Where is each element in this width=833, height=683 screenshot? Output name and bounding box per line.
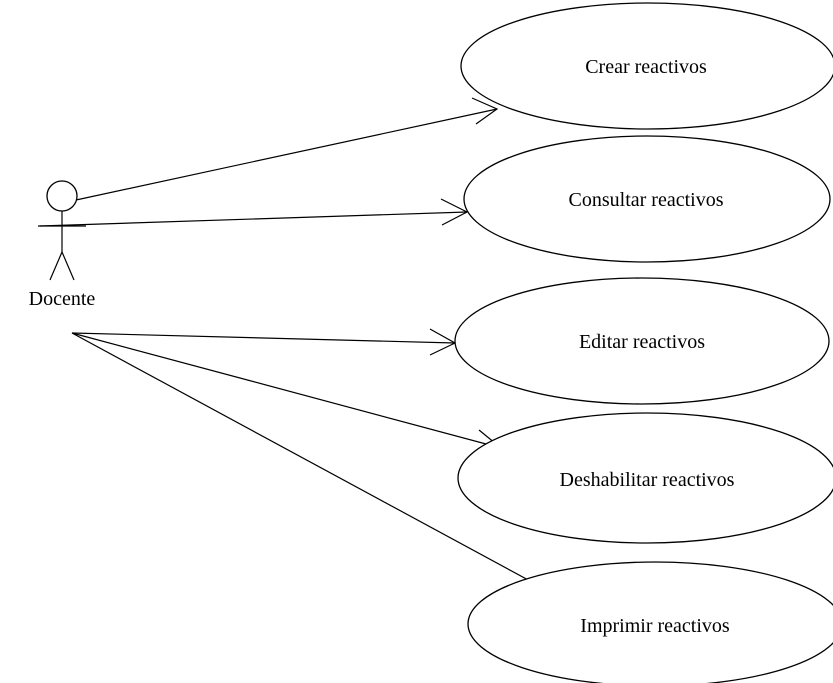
use-case-imprimir: Imprimir reactivos xyxy=(467,561,833,683)
use-case-label: Editar reactivos xyxy=(579,331,705,353)
actor-left-leg xyxy=(49,251,63,281)
arrowhead-consultar xyxy=(440,198,469,226)
association-crear xyxy=(75,108,498,201)
association-editar xyxy=(71,332,456,344)
use-case-ellipse xyxy=(463,135,831,263)
use-case-ellipse xyxy=(460,2,833,130)
association-deshabilitar xyxy=(71,332,502,449)
arrowhead-crear xyxy=(471,97,499,125)
use-case-deshabilitar: Deshabilitar reactivos xyxy=(457,412,833,544)
use-case-label: Crear reactivos xyxy=(585,56,707,78)
actor-right-leg xyxy=(61,251,75,281)
use-case-label: Consultar reactivos xyxy=(569,189,724,211)
actor-name: Docente xyxy=(29,288,96,310)
use-case-consultar: Consultar reactivos xyxy=(463,135,831,263)
actor-head-icon xyxy=(46,180,78,212)
use-case-ellipse xyxy=(457,412,833,544)
association-imprimir xyxy=(71,332,557,596)
use-case-ellipse xyxy=(454,277,830,405)
use-case-editar: Editar reactivos xyxy=(454,277,830,405)
actor-docente: Docente xyxy=(29,180,96,310)
use-case-ellipse xyxy=(467,561,833,683)
association-consultar xyxy=(39,211,468,227)
use-case-label: Imprimir reactivos xyxy=(580,615,730,637)
use-case-crear: Crear reactivos xyxy=(460,2,833,130)
use-case-label: Deshabilitar reactivos xyxy=(560,469,735,491)
